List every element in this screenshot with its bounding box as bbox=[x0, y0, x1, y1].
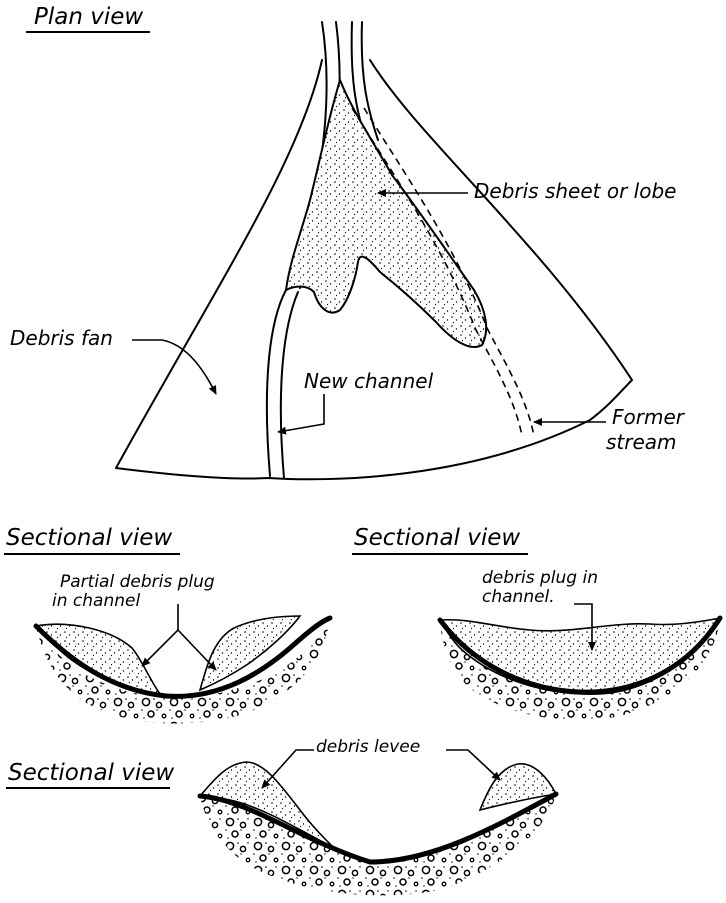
new-channel-arrow bbox=[278, 394, 324, 432]
partial-plug-label-2: in channel bbox=[52, 591, 140, 611]
debris-sheet-lobe bbox=[286, 80, 486, 347]
new-channel bbox=[267, 290, 298, 478]
debris-plug-label-2: channel. bbox=[482, 587, 555, 607]
section-right-title: Sectional view bbox=[354, 525, 520, 551]
section-left-title: Sectional view bbox=[6, 525, 172, 551]
new-channel-label: New channel bbox=[304, 369, 434, 393]
debris-levee-label: debris levee bbox=[316, 737, 420, 757]
former-label: Former bbox=[612, 405, 686, 429]
partial-plug-arrow-left bbox=[142, 604, 178, 666]
section-view-left: Sectional view Partial debris plug in ch… bbox=[4, 525, 330, 724]
plan-view-title: Plan view bbox=[34, 4, 143, 30]
levee-arrow-right bbox=[446, 750, 500, 780]
debris-sheet-label: Debris sheet or lobe bbox=[474, 179, 676, 203]
section-view-right: Sectional view debris plug in channel. bbox=[352, 525, 720, 720]
plan-view: Plan view Debris sheet or lobe Debris fa… bbox=[10, 4, 686, 479]
stream-label: stream bbox=[606, 430, 677, 454]
section-bottom-title: Sectional view bbox=[8, 760, 174, 786]
section-view-bottom: Sectional view debris levee bbox=[6, 737, 556, 895]
partial-plug-arrow-right bbox=[178, 630, 216, 670]
partial-plug-label-1: Partial debris plug bbox=[60, 572, 215, 592]
debris-plug-label-1: debris plug in bbox=[482, 568, 598, 588]
debris-fan-label: Debris fan bbox=[10, 326, 113, 350]
